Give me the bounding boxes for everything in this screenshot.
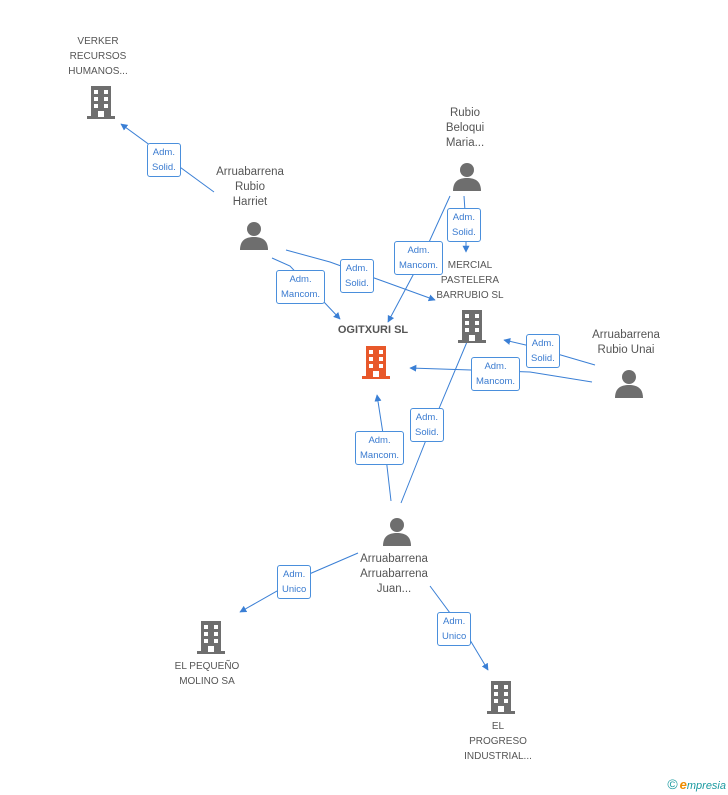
relation-label[interactable]: Adm.Mancom. (355, 431, 405, 465)
relation-label[interactable]: Adm.Mancom. (276, 270, 326, 304)
relation-label[interactable]: Adm.Unico (437, 612, 472, 646)
node-label-unai[interactable]: Arruabarrena Rubio Unai (592, 329, 660, 356)
copyright-icon: © (667, 776, 678, 792)
building-icon[interactable] (195, 619, 227, 655)
relation-label[interactable]: Adm.Solid. (147, 143, 181, 177)
building-icon[interactable] (456, 308, 488, 344)
relation-label[interactable]: Adm.Solid. (410, 408, 444, 442)
person-icon[interactable] (382, 516, 412, 546)
relation-label[interactable]: Adm.Solid. (447, 208, 481, 242)
person-icon[interactable] (452, 161, 482, 191)
brand-logo-text: mpresia (686, 780, 726, 792)
node-label-juan[interactable]: Arruabarrena Arruabarrena Juan... (360, 553, 428, 595)
building-icon[interactable] (485, 679, 517, 715)
relation-label[interactable]: Adm.Solid. (340, 259, 374, 293)
person-icon[interactable] (239, 220, 269, 250)
building-icon[interactable] (85, 84, 117, 120)
relation-edge (409, 364, 593, 383)
relation-edge (285, 249, 436, 302)
edges (120, 123, 596, 671)
node-label-harriet[interactable]: Arruabarrena Rubio Harriet (216, 166, 284, 208)
brand-logo-e: e (679, 777, 687, 792)
relation-label[interactable]: Adm.Unico (277, 565, 312, 599)
node-label-rubio-beloqui[interactable]: Rubio Beloqui Maria... (445, 107, 485, 149)
node-label-molino[interactable]: EL PEQUEÑO MOLINO SA (174, 661, 240, 687)
main-company-icon[interactable] (360, 344, 392, 380)
relation-label[interactable]: Adm.Mancom. (471, 357, 521, 391)
node-label-verker[interactable]: VERKER RECURSOS HUMANOS... (68, 36, 128, 77)
relation-label[interactable]: Adm.Solid. (526, 334, 560, 368)
node-label-progreso[interactable]: EL PROGRESO INDUSTRIAL... (464, 721, 532, 762)
relation-label[interactable]: Adm.Mancom. (394, 241, 444, 275)
node-label-comercial[interactable]: MERCIAL PASTELERA BARRUBIO SL (436, 260, 504, 301)
person-icon[interactable] (614, 368, 644, 398)
main-company-label[interactable]: OGITXURI SL (337, 324, 409, 336)
brand-footer: ©empresia (667, 776, 726, 792)
